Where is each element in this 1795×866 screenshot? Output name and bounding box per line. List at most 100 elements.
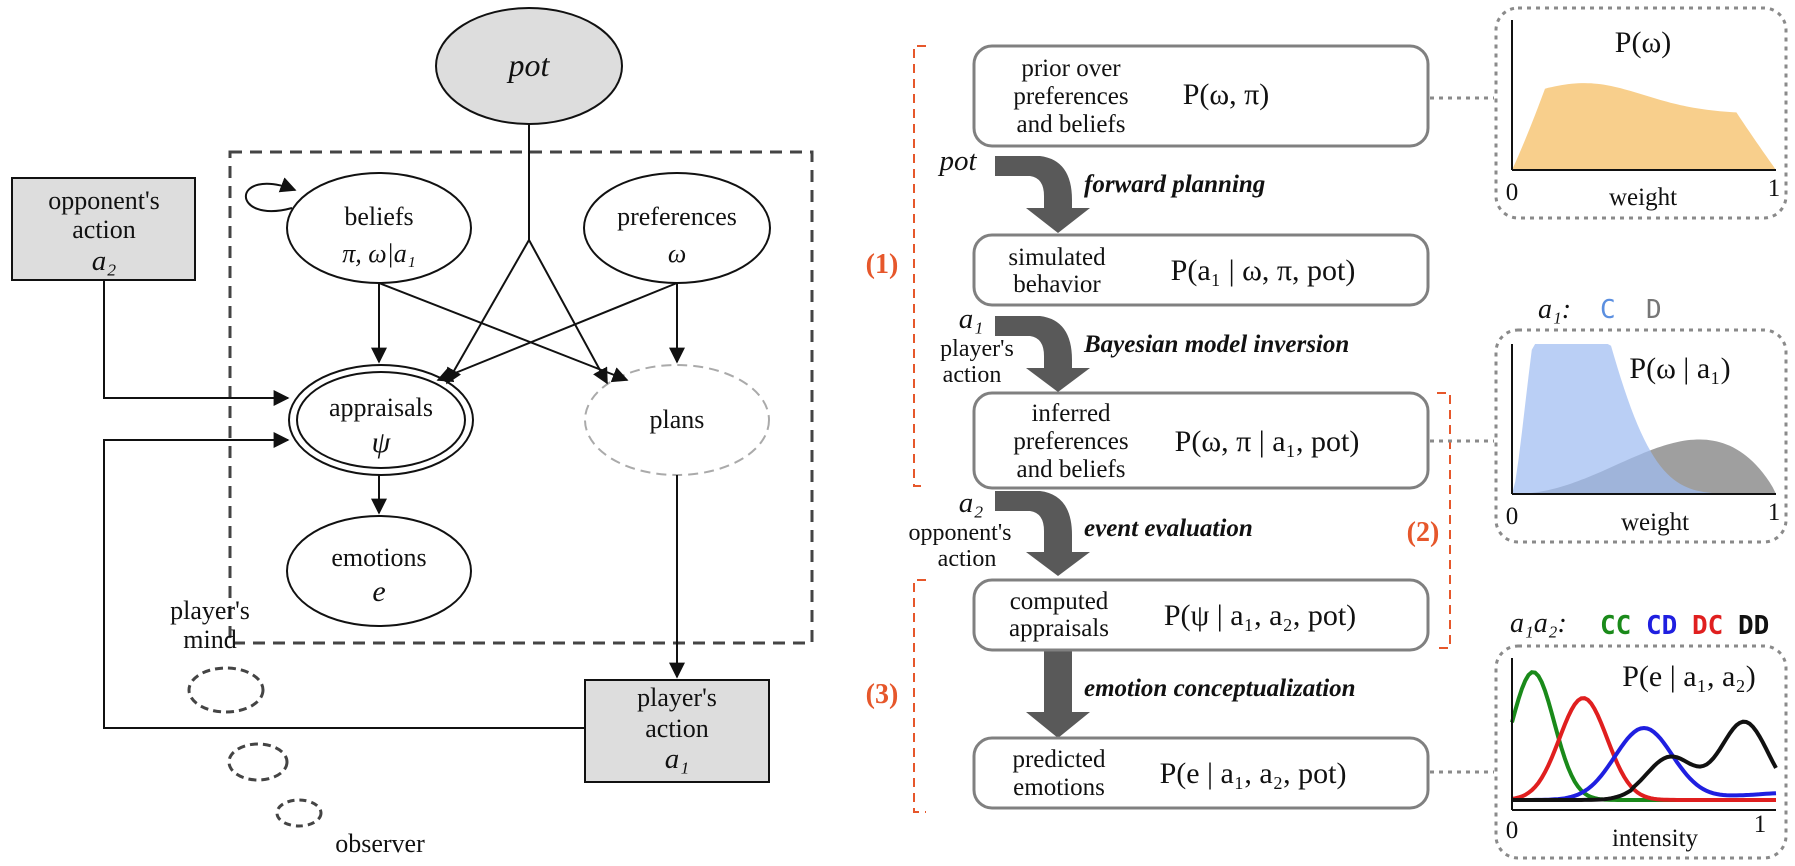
panel-emotion-title: P(e | a₁, a₂) [1622,660,1756,693]
appraisals-node-inner [296,371,466,469]
distribution-panels: P(ω) 0 1 weight a₁: C D P(ω | a₁) 0 1 we… [1494,6,1788,860]
box-prior-line-3: and beliefs [1017,111,1126,138]
panel-prior-title: P(ω) [1615,26,1671,59]
pipeline: (1) (2) (3) pot a₁ player's action a₂ op… [866,44,1494,813]
panel-inferred: P(ω | a₁) 0 1 weight [1494,328,1788,544]
opponent-action-symbol: a₂ [92,245,117,277]
appraisals-node [288,364,474,476]
emotions-node [286,515,472,627]
panel-emotion-legend: a₁a₂: CC CD DC DD [1510,608,1769,641]
box-inferred-line-2: preferences [1013,428,1128,455]
panel-inferred-x0: 0 [1506,503,1519,530]
dd-curve [1512,719,1778,802]
input-a2-desc-2: action [938,546,997,572]
players-mind-label-1: player's [170,596,250,625]
box-inferred-formula: P(ω, π | a₁, pot) [1175,425,1360,458]
c-density [1512,344,1776,494]
pot-label: pot [507,47,551,83]
step-emotion-conceptualization: emotion conceptualization [1084,675,1356,702]
thought-bubble-medium [227,742,289,782]
beliefs-self-loop [244,177,297,213]
panel-connectors [1430,96,1494,774]
thought-bubble-small [275,798,323,828]
panel-emotion-x1: 1 [1754,811,1767,838]
input-pot: pot [937,145,977,177]
pipeline-arrows [995,156,1090,738]
step-event-evaluation: event evaluation [1084,515,1253,542]
legend-c: C [1600,295,1616,325]
box-inferred-line-3: and beliefs [1017,456,1126,483]
opponent-action-label-1: opponent's [48,186,160,215]
arrow-model-inversion [995,316,1090,392]
legend-a1-prefix: a₁: [1538,294,1571,325]
input-a1-desc-1: player's [940,336,1014,362]
panel-inferred-x1: 1 [1768,499,1781,526]
box-inferred-line-1: inferred [1031,400,1111,427]
panel-prior-x1: 1 [1768,175,1781,202]
box-emotions-line-2: emotions [1013,774,1105,801]
panel-emotion: P(e | a₁, a₂) 0 1 intensity [1494,644,1788,860]
pipeline-box-inferred: inferred preferences and beliefs P(ω, π … [972,391,1430,490]
beliefs-symbol: π, ω|a₁ [342,239,416,268]
input-a1-desc-2: action [943,362,1002,388]
preferences-symbol: ω [668,239,686,268]
model-edges [103,124,685,729]
emotions-symbol: e [372,575,385,608]
box-prior-line-1: prior over [1021,55,1121,82]
box-prior-formula: P(ω, π) [1183,78,1270,111]
emotions-label: emotions [331,543,426,572]
panel-inferred-xlabel: weight [1621,509,1689,536]
box-appraisals-formula: P(ψ | a₁, a₂, pot) [1164,599,1356,632]
pipeline-box-simulated: simulated behavior P(a₁ | ω, π, pot) [972,233,1430,307]
input-a2-desc-1: opponent's [909,520,1012,546]
box-appraisals-line-1: computed [1010,588,1109,615]
player-action-label-2: action [645,714,709,743]
observer-label: observer [335,829,425,858]
players-mind-label-2: mind [183,625,236,654]
box-appraisals-line-2: appraisals [1009,615,1109,642]
panel-prior: P(ω) 0 1 weight [1494,6,1788,220]
legend-d: D [1646,295,1662,325]
panel-emotion-x0: 0 [1506,817,1519,844]
panel-prior-x0: 0 [1506,179,1519,206]
legend-cd: CD [1646,611,1677,641]
step-forward-planning: forward planning [1084,171,1265,198]
legend-a1a2-prefix: a₁a₂: [1510,608,1567,639]
box-simulated-line-1: simulated [1008,244,1106,271]
bracket-3-line [913,579,926,813]
dc-curve [1511,696,1776,802]
bracket-1-label: (1) [866,249,899,280]
arrow-forward-planning [995,156,1090,233]
panel-inferred-title: P(ω | a₁) [1629,352,1730,385]
appraisals-symbol: ψ [372,426,392,459]
input-a2: a₂ [959,487,984,519]
graphical-model: pot opponent's action a₂ beliefs π, ω|a₁… [11,7,814,858]
bracket-2-line [1437,392,1451,649]
player-action-node [584,679,770,783]
box-simulated-formula: P(a₁ | ω, π, pot) [1171,254,1356,287]
thought-bubble-large [187,666,265,714]
box-simulated-line-2: behavior [1013,271,1101,298]
arrow-event-evaluation [995,491,1090,576]
preferences-label: preferences [617,202,737,231]
legend-dc: DC [1692,611,1723,641]
box-prior-line-2: preferences [1013,83,1128,110]
panel-emotion-xlabel: intensity [1612,825,1699,852]
step-model-inversion: Bayesian model inversion [1083,331,1349,358]
appraisals-label: appraisals [329,393,433,422]
legend-cc: CC [1600,611,1631,641]
prior-density [1512,83,1776,170]
box-emotions-formula: P(e | a₁, a₂, pot) [1160,757,1347,790]
brackets [913,45,1451,813]
player-action-label-1: player's [637,683,717,712]
legend-dd: DD [1738,611,1769,641]
bracket-1-line [913,45,926,487]
pipeline-box-emotions: predicted emotions P(e | a₁, a₂, pot) [972,736,1430,810]
bracket-3-label: (3) [866,679,899,710]
bracket-2-label: (2) [1407,517,1440,548]
panel-inferred-legend: a₁: C D [1538,294,1662,325]
player-action-symbol: a₁ [665,743,690,775]
plans-label: plans [650,405,705,434]
pipeline-box-prior: prior over preferences and beliefs P(ω, … [972,44,1430,148]
